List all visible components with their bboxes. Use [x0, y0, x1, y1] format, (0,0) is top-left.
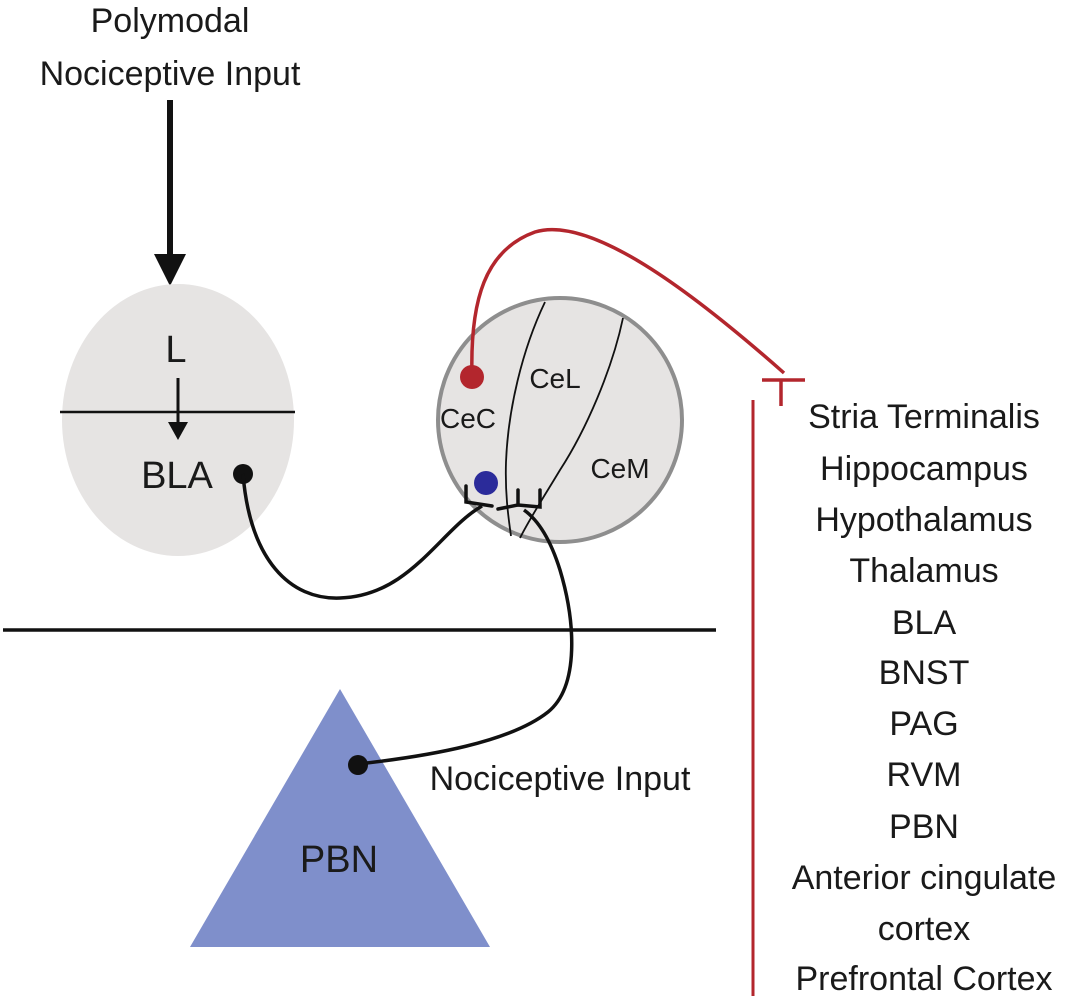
bla-label: BLA — [141, 455, 213, 497]
target-item: Hippocampus — [820, 450, 1028, 488]
pbn-neuron — [348, 755, 368, 775]
pbn-label: PBN — [300, 839, 378, 881]
target-item: BLA — [892, 604, 957, 642]
cec-cel-boundary — [504, 301, 546, 537]
target-item: Prefrontal Cortex — [796, 960, 1053, 996]
target-item: PBN — [889, 808, 959, 846]
lateral-nucleus-label: L — [165, 329, 186, 371]
blue-neuron — [474, 471, 498, 495]
target-item: Anterior cingulate — [792, 859, 1057, 897]
polymodal-input-arrow — [154, 100, 186, 286]
cec-red-neuron — [460, 365, 484, 389]
nociceptive-input-top-label: Nociceptive Input — [40, 55, 301, 93]
target-item: BNST — [879, 654, 970, 692]
target-item: cortex — [878, 910, 971, 948]
target-item: RVM — [887, 756, 962, 794]
cel-label: CeL — [529, 363, 580, 394]
cem-label: CeM — [590, 453, 649, 484]
target-item: PAG — [889, 705, 958, 743]
cec-projection-red — [470, 227, 786, 377]
central-amygdala-region — [436, 296, 684, 544]
l-to-bla-arrow — [168, 378, 188, 440]
nociceptive-input-pbn-label: Nociceptive Input — [430, 760, 691, 798]
cel-cem-boundary — [519, 317, 624, 539]
target-item: Stria Terminalis — [808, 398, 1040, 436]
pbn-region — [190, 689, 490, 947]
cec-label: CeC — [440, 403, 496, 434]
target-item: Hypothalamus — [815, 501, 1032, 539]
bla-to-cea-axon — [241, 473, 483, 600]
target-list: Stria Terminalis Hippocampus Hypothalamu… — [792, 398, 1057, 996]
pbn-to-cea-axon — [357, 508, 574, 766]
synaptic-terminals — [464, 484, 542, 511]
target-item: Thalamus — [849, 552, 998, 590]
polymodal-label: Polymodal — [91, 2, 250, 40]
